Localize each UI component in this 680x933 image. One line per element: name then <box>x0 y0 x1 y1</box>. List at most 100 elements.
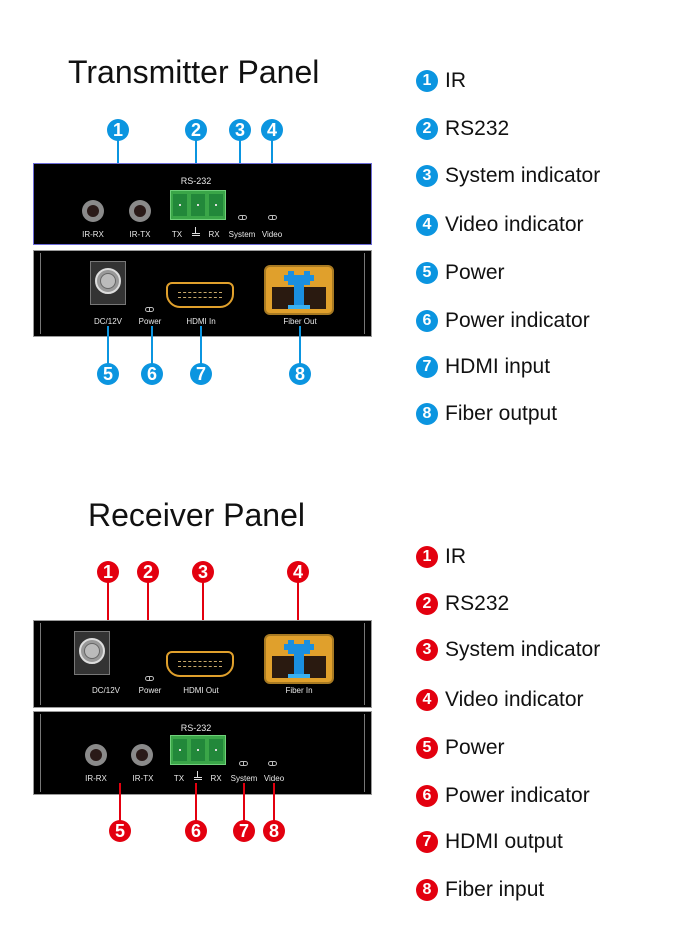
transmitter-title: Transmitter Panel <box>68 54 320 90</box>
tx-legend-item: 8 Fiber output <box>416 401 557 427</box>
rx-legend-num: 5 <box>416 737 438 759</box>
tx-legend-item: 4 Video indicator <box>416 212 584 238</box>
rx-legend-item: 7 HDMI output <box>416 829 563 855</box>
ground-icon <box>192 227 200 237</box>
rx-legend-num: 1 <box>416 546 438 568</box>
rx-ir-rx-label: IR-RX <box>85 774 107 783</box>
rx-callout-7: 7 <box>233 820 255 842</box>
tx-callout-1: 1 <box>107 119 129 141</box>
tx-callout-3: 3 <box>229 119 251 141</box>
tx-power-label: Power <box>138 317 162 326</box>
tx-system-led <box>238 215 247 220</box>
rx-bottom-panel: RS-232 IR-RX IR-TX TX RX System Video <box>33 711 372 795</box>
rx-dc-power-jack <box>74 631 110 675</box>
tx-ir-rx-label: IR-RX <box>82 230 104 239</box>
rx-legend-label: HDMI output <box>445 830 563 853</box>
ground-icon <box>194 771 202 781</box>
receiver-title: Receiver Panel <box>88 497 305 533</box>
rx-fiber-in-port <box>264 634 334 684</box>
rx-callout-5: 5 <box>109 820 131 842</box>
rx-leader-5 <box>119 783 121 823</box>
rx-legend-label: System indicator <box>445 638 601 661</box>
rx-rx-label: RX <box>210 774 222 783</box>
tx-legend-label: Video indicator <box>445 213 584 236</box>
tx-ir-rx-jack <box>82 200 104 222</box>
rx-callout-3: 3 <box>192 561 214 583</box>
tx-fiber-out-label: Fiber Out <box>283 317 317 326</box>
rx-rs232-terminal <box>170 735 226 765</box>
tx-legend-label: Fiber output <box>445 402 558 425</box>
tx-legend-num: 8 <box>416 403 438 425</box>
tx-system-label: System <box>228 230 256 239</box>
tx-dc12v-label: DC/12V <box>93 317 123 326</box>
rx-leader-1 <box>107 582 109 630</box>
tx-legend-item: 2 RS232 <box>416 116 509 142</box>
rx-ir-tx-jack <box>131 744 153 766</box>
tx-tx-label: TX <box>171 230 183 239</box>
tx-hdmi-in-port <box>166 282 234 308</box>
tx-legend-label: HDMI input <box>445 355 551 378</box>
tx-callout-2: 2 <box>185 119 207 141</box>
tx-legend-item: 7 HDMI input <box>416 354 550 380</box>
tx-rs232-terminal <box>170 190 226 220</box>
rx-legend-label: Video indicator <box>445 688 584 711</box>
rx-ir-rx-jack <box>85 744 107 766</box>
rx-legend-num: 2 <box>416 593 438 615</box>
rx-legend-num: 6 <box>416 785 438 807</box>
rx-legend-label: IR <box>445 545 466 568</box>
rx-top-panel: DC/12V Power HDMI Out Fiber In <box>33 620 372 708</box>
tx-legend-num: 6 <box>416 310 438 332</box>
rx-legend-num: 7 <box>416 831 438 853</box>
tx-legend-num: 1 <box>416 70 438 92</box>
tx-legend-label: RS232 <box>445 117 510 140</box>
tx-rs232-label: RS-232 <box>180 176 212 186</box>
tx-leader-5 <box>107 326 109 366</box>
tx-power-led <box>145 307 154 312</box>
tx-leader-8 <box>299 326 301 366</box>
tx-callout-4: 4 <box>261 119 283 141</box>
tx-legend-label: System indicator <box>445 164 601 187</box>
rx-tx-label: TX <box>173 774 185 783</box>
tx-video-label: Video <box>261 230 283 239</box>
tx-leader-7 <box>200 326 202 366</box>
rx-rs232-label: RS-232 <box>180 723 212 733</box>
tx-legend-num: 7 <box>416 356 438 378</box>
rx-hdmi-out-port <box>166 651 234 677</box>
tx-fiber-out-port <box>264 265 334 315</box>
rx-legend-num: 8 <box>416 879 438 901</box>
tx-callout-8: 8 <box>289 363 311 385</box>
tx-callout-6: 6 <box>141 363 163 385</box>
rx-power-led <box>145 676 154 681</box>
rx-system-label: System <box>230 774 258 783</box>
rx-power-label: Power <box>138 686 162 695</box>
rx-hdmi-out-label: HDMI Out <box>183 686 219 695</box>
tx-legend-num: 2 <box>416 118 438 140</box>
rx-fiber-in-label: Fiber In <box>285 686 313 695</box>
tx-video-led <box>268 215 277 220</box>
tx-legend-num: 4 <box>416 214 438 236</box>
rx-ir-tx-label: IR-TX <box>132 774 154 783</box>
tx-callout-7: 7 <box>190 363 212 385</box>
rx-leader-3 <box>202 582 204 632</box>
rx-legend-num: 4 <box>416 689 438 711</box>
tx-legend-label: Power <box>445 261 505 284</box>
rx-legend-item: 1 IR <box>416 544 466 570</box>
rx-dc12v-label: DC/12V <box>91 686 121 695</box>
tx-legend-label: IR <box>445 69 466 92</box>
rx-leader-7 <box>243 783 245 823</box>
rx-leader-8 <box>273 783 275 823</box>
rx-callout-2: 2 <box>137 561 159 583</box>
tx-leader-6 <box>151 326 153 366</box>
tx-ir-tx-label: IR-TX <box>129 230 151 239</box>
tx-legend-item: 1 IR <box>416 68 466 94</box>
tx-top-panel: RS-232 IR-RX IR-TX TX RX System Video <box>33 163 372 245</box>
tx-leader-2 <box>195 140 197 176</box>
rx-video-label: Video <box>263 774 285 783</box>
